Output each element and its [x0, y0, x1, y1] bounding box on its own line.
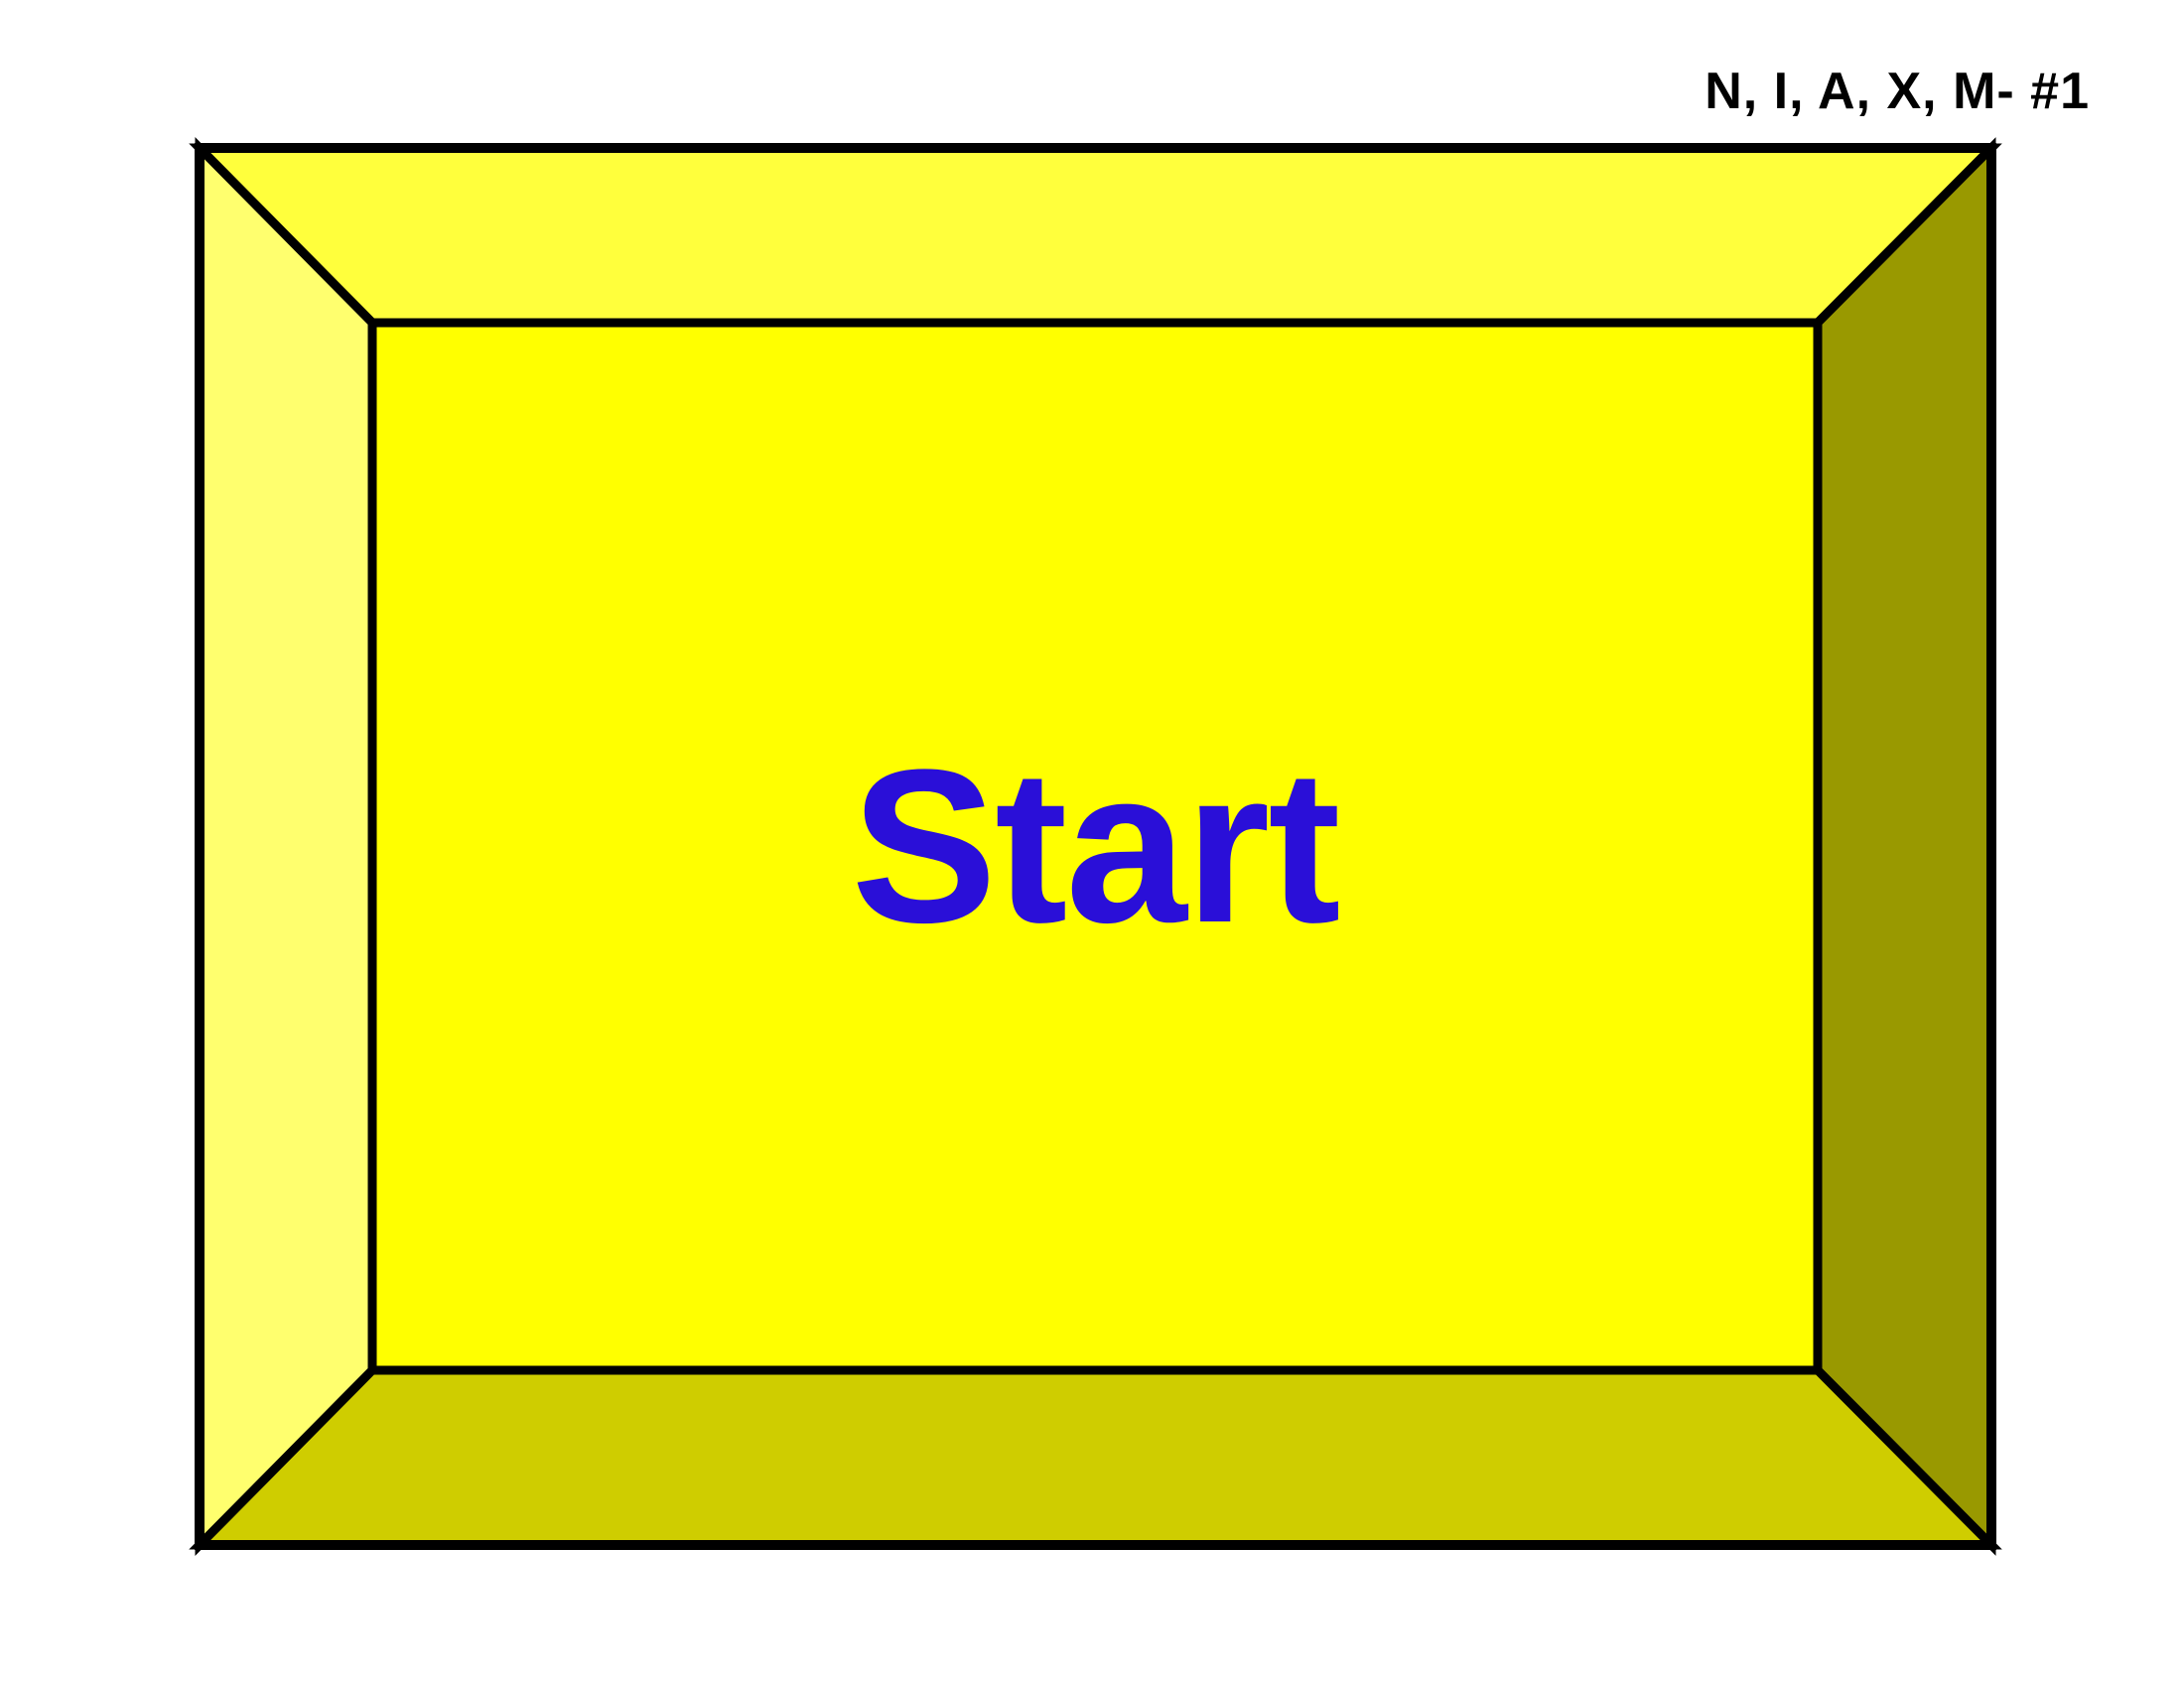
button-outer-border	[195, 143, 1996, 1550]
bevel-top-face	[189, 143, 2002, 328]
bevel-left-face	[195, 137, 377, 1556]
start-button-bevel-graphic	[189, 137, 2002, 1556]
start-button[interactable]: Start	[189, 137, 2002, 1556]
bevel-bottom-face	[189, 1365, 2002, 1550]
button-center-face	[367, 318, 1823, 1375]
slide-corner-label: N, I, A, X, M- #1	[1705, 63, 2090, 120]
bevel-right-face	[1813, 137, 1996, 1556]
